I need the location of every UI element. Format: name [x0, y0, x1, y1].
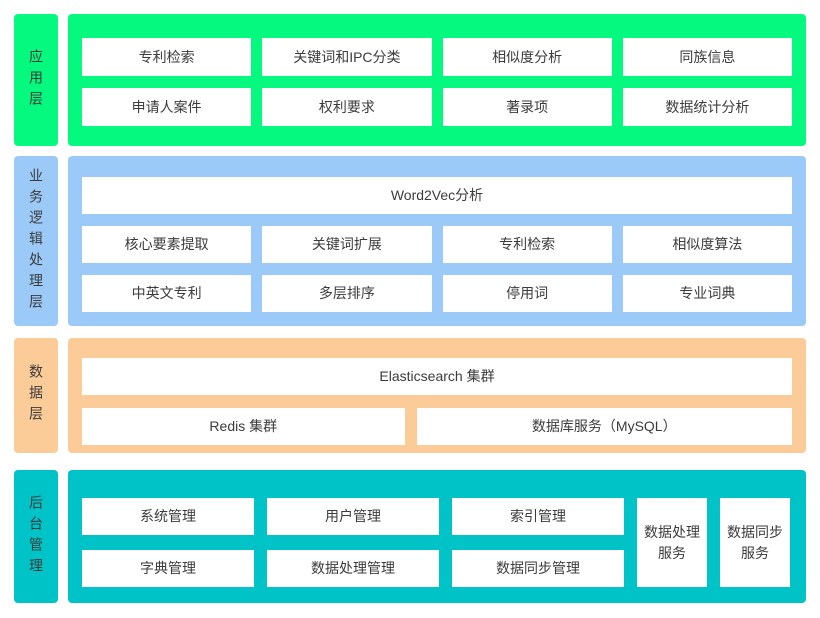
- business-logic-layer-label-panel: 业务逻辑处理层: [14, 156, 58, 326]
- box-professional-dictionary: 专业词典: [622, 275, 792, 312]
- box-elasticsearch-cluster: Elasticsearch 集群: [82, 358, 792, 395]
- business-logic-layer-label: 业务逻辑处理层: [28, 167, 44, 315]
- admin-layer-label: 后台管理: [28, 494, 44, 579]
- box-data-statistics-analysis: 数据统计分析: [622, 88, 792, 126]
- box-core-element-extraction: 核心要素提取: [82, 226, 252, 263]
- admin-layer-label-panel: 后台管理: [14, 470, 58, 603]
- box-bibliographic-items: 著录项: [442, 88, 612, 126]
- box-applicant-cases: 申请人案件: [82, 88, 252, 126]
- application-layer: 应用层 专利检索 关键词和IPC分类 相似度分析 同族信息 申请人案件 权利要求…: [14, 14, 806, 146]
- data-layer-label-panel: 数据层: [14, 338, 58, 453]
- box-data-sync-management: 数据同步管理: [452, 550, 624, 587]
- business-logic-layer-body: Word2Vec分析 核心要素提取 关键词扩展 专利检索 相似度算法 中英文专利…: [68, 156, 806, 326]
- data-layer: 数据层 Elasticsearch 集群 Redis 集群 数据库服务（MySQ…: [14, 338, 806, 453]
- application-layer-label-panel: 应用层: [14, 14, 58, 146]
- box-word2vec-analysis: Word2Vec分析: [82, 177, 792, 214]
- box-data-sync-service: 数据同步服务: [720, 498, 790, 587]
- box-multilevel-sorting: 多层排序: [262, 275, 432, 312]
- business-logic-layer: 业务逻辑处理层 Word2Vec分析 核心要素提取 关键词扩展 专利检索 相似度…: [14, 156, 806, 326]
- box-index-management: 索引管理: [452, 498, 624, 535]
- box-patent-search-logic: 专利检索: [442, 226, 612, 263]
- box-user-management: 用户管理: [267, 498, 439, 535]
- admin-layer-body: 系统管理 用户管理 索引管理 数据处理服务 数据同步服务 字典管理 数据处理管理…: [68, 470, 806, 603]
- box-keyword-ipc-classification: 关键词和IPC分类: [262, 38, 432, 76]
- box-redis-cluster: Redis 集群: [82, 408, 405, 445]
- box-dictionary-management: 字典管理: [82, 550, 254, 587]
- application-layer-body: 专利检索 关键词和IPC分类 相似度分析 同族信息 申请人案件 权利要求 著录项…: [68, 14, 806, 146]
- box-claims: 权利要求: [262, 88, 432, 126]
- application-layer-label: 应用层: [28, 48, 44, 112]
- box-mysql-database-service: 数据库服务（MySQL）: [416, 408, 792, 445]
- box-cn-en-patents: 中英文专利: [82, 275, 252, 312]
- box-data-processing-service: 数据处理服务: [637, 498, 707, 587]
- box-keyword-expansion: 关键词扩展: [262, 226, 432, 263]
- box-family-info: 同族信息: [622, 38, 792, 76]
- box-similarity-analysis: 相似度分析: [442, 38, 612, 76]
- box-stopwords: 停用词: [442, 275, 612, 312]
- box-data-processing-management: 数据处理管理: [267, 550, 439, 587]
- box-similarity-algorithm: 相似度算法: [622, 226, 792, 263]
- architecture-diagram: 应用层 专利检索 关键词和IPC分类 相似度分析 同族信息 申请人案件 权利要求…: [14, 14, 806, 603]
- data-layer-label: 数据层: [28, 364, 44, 427]
- box-patent-search: 专利检索: [82, 38, 252, 76]
- data-layer-body: Elasticsearch 集群 Redis 集群 数据库服务（MySQL）: [68, 338, 806, 453]
- admin-layer: 后台管理 系统管理 用户管理 索引管理 数据处理服务 数据同步服务 字典管理 数…: [14, 470, 806, 603]
- box-system-management: 系统管理: [82, 498, 254, 535]
